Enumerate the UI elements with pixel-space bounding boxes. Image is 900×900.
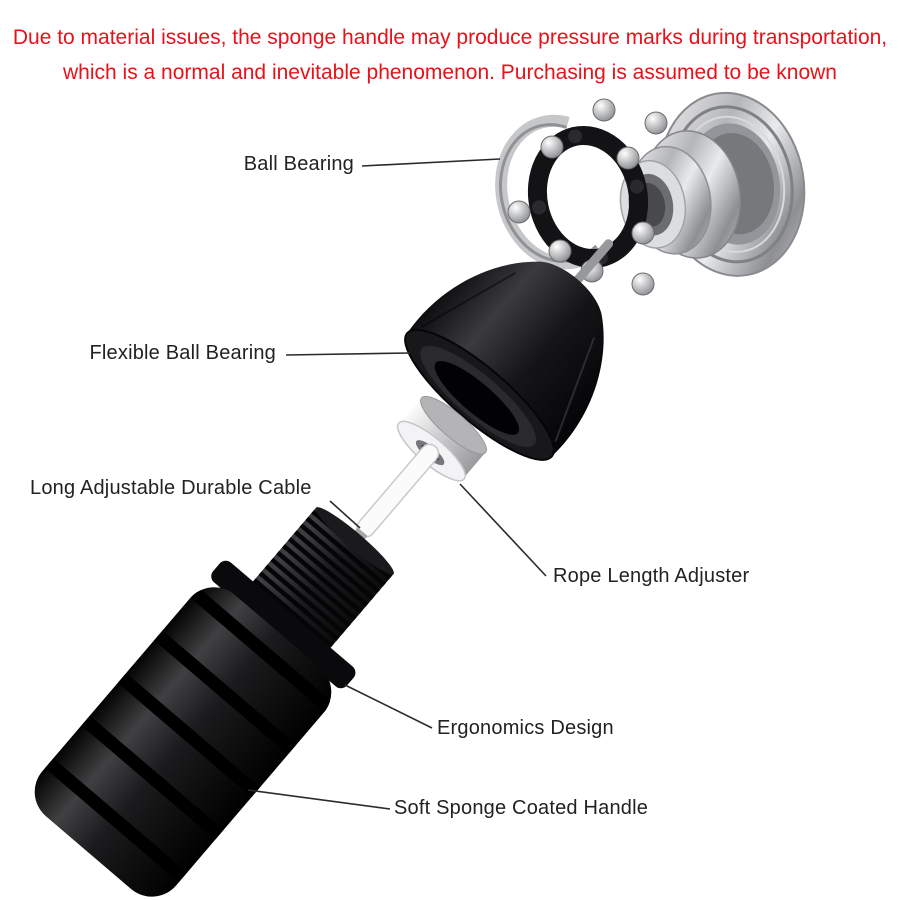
flexible-ball-bearing-cap: [404, 261, 604, 461]
warning-line-2: which is a normal and inevitable phenome…: [63, 61, 837, 84]
ball-bearing-assembly: [495, 91, 806, 296]
warning-line-1: Due to material issues, the sponge handl…: [12, 26, 888, 49]
threaded-neck: [251, 507, 394, 651]
handle-collar: [211, 560, 356, 689]
label-long-adjustable-durable-cable: Long Adjustable Durable Cable: [30, 477, 312, 499]
label-ball-bearing: Ball Bearing: [243, 153, 354, 175]
cable-stub: [573, 239, 614, 284]
label-rope-length-adjuster: Rope Length Adjuster: [553, 565, 750, 587]
leader-line-soft-sponge: [247, 789, 391, 810]
leader-line-rope-adjuster: [459, 483, 547, 577]
leader-line-flexible-ball-bearing: [285, 352, 411, 356]
label-soft-sponge-coated-handle: Soft Sponge Coated Handle: [394, 797, 649, 819]
leader-line-ball-bearing: [361, 158, 501, 167]
warning-text: Due to material issues, the sponge handl…: [0, 20, 900, 90]
leader-line-ergonomics: [344, 684, 433, 729]
sponge-handle-body: [34, 587, 333, 897]
jump-rope-handle-assembly: [34, 239, 614, 897]
leader-line-long-cable: [329, 500, 361, 529]
label-ergonomics-design: Ergonomics Design: [437, 717, 614, 739]
label-flexible-ball-bearing: Flexible Ball Bearing: [89, 342, 276, 364]
leader-lines: [247, 158, 547, 810]
adjustable-cable: [356, 443, 440, 538]
